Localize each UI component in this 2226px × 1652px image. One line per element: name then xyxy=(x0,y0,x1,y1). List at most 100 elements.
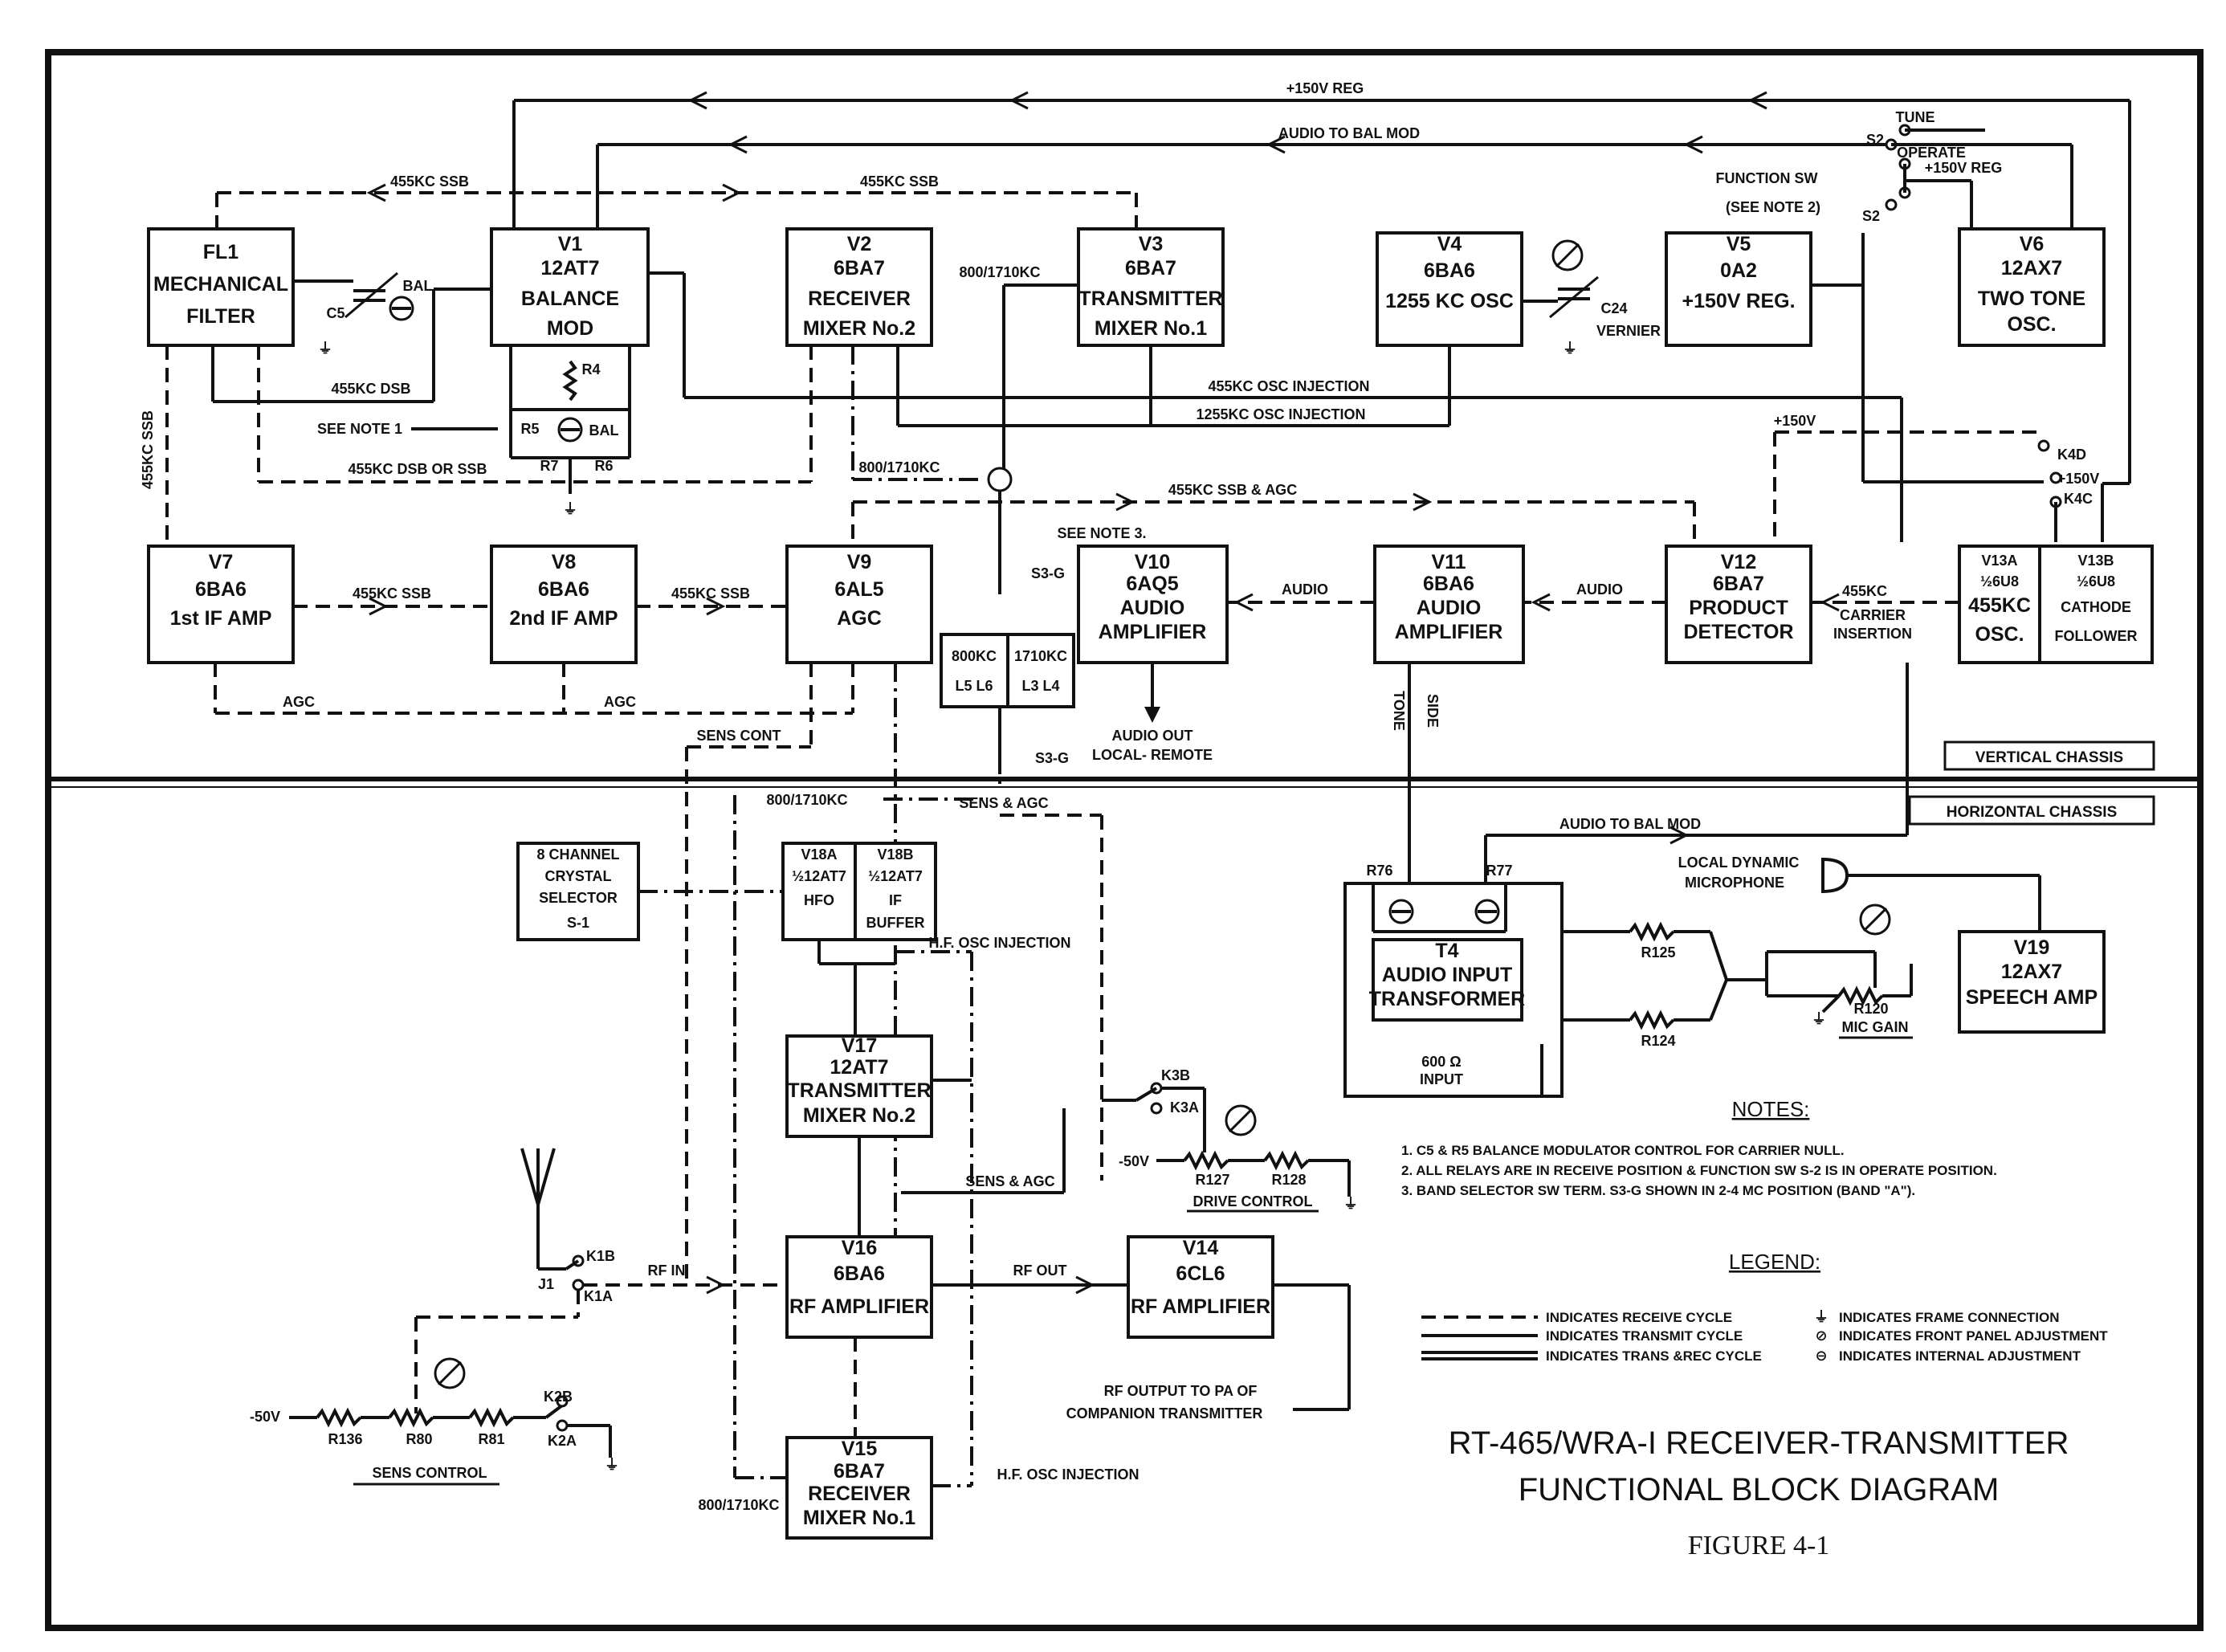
label-s2-a: S2 xyxy=(1866,132,1884,148)
legend-front-panel-text: INDICATES FRONT PANEL ADJUSTMENT xyxy=(1839,1328,2108,1344)
label-r127: R127 xyxy=(1195,1172,1229,1188)
block-v15: V15 6BA7 RECEIVER MIXER No.1 xyxy=(785,1436,933,1540)
label-agc-2: AGC xyxy=(604,694,636,710)
svg-text:FOLLOWER: FOLLOWER xyxy=(2055,628,2138,644)
svg-text:RECEIVER: RECEIVER xyxy=(808,1483,911,1505)
svg-text:V1: V1 xyxy=(558,233,583,255)
label-vernier: VERNIER xyxy=(1596,323,1661,339)
legend-frame-icon: ⏚ xyxy=(1814,1309,1828,1325)
svg-text:AGC: AGC xyxy=(837,607,882,630)
frame-connection-icon-r: ⏚ xyxy=(563,501,577,517)
label-455-osc-inj: 455KC OSC INJECTION xyxy=(1208,378,1369,394)
label-r4: R4 xyxy=(581,361,600,377)
drive-control-resistors xyxy=(1156,1104,1351,1197)
label-455kc-carrier: 455KC xyxy=(1842,583,1887,599)
label-agc-1: AGC xyxy=(283,694,315,710)
label-local-mic-1: LOCAL DYNAMIC xyxy=(1678,855,1800,871)
svg-text:V18B: V18B xyxy=(877,846,913,863)
audio-out-arrowhead xyxy=(1144,707,1160,723)
label-audio-out-1: AUDIO OUT xyxy=(1112,728,1193,744)
legend-internal-icon: ⊖ xyxy=(1815,1348,1827,1364)
svg-text:6BA6: 6BA6 xyxy=(1423,573,1474,595)
frame-connection-icon-drive: ⏚ xyxy=(1343,1196,1358,1212)
svg-text:AMPLIFIER: AMPLIFIER xyxy=(1099,621,1207,643)
label-s3g-a: S3-G xyxy=(1031,565,1065,581)
label-455-ssb-a: 455KC SSB xyxy=(390,173,469,190)
label-k2b: K2B xyxy=(544,1389,573,1405)
label-s3g-b: S3-G xyxy=(1035,750,1069,766)
svg-text:V5: V5 xyxy=(1727,233,1751,255)
svg-text:RF AMPLIFIER: RF AMPLIFIER xyxy=(1131,1295,1270,1318)
label-s2-b: S2 xyxy=(1862,208,1880,224)
svg-text:SPEECH AMP: SPEECH AMP xyxy=(1966,986,2098,1009)
block-t4: T4 AUDIO INPUT TRANSFORMER xyxy=(1343,882,1564,1098)
horizontal-chassis-box xyxy=(1908,795,2155,826)
svg-text:TRANSFORMER: TRANSFORMER xyxy=(1369,988,1525,1010)
svg-text:OSC.: OSC. xyxy=(2007,313,2056,336)
label-sens-cont: SENS CONT xyxy=(696,728,781,744)
svg-text:6BA6: 6BA6 xyxy=(834,1262,885,1285)
label-side: SIDE xyxy=(1425,694,1441,728)
svg-text:+150V REG.: +150V REG. xyxy=(1682,290,1795,312)
label-600-input-2: INPUT xyxy=(1420,1071,1463,1087)
label-800-1710-c: 800/1710KC xyxy=(766,792,847,808)
svg-text:V14: V14 xyxy=(1183,1237,1219,1259)
label-ssb-agc: 455KC SSB & AGC xyxy=(1168,482,1297,498)
svg-text:6BA6: 6BA6 xyxy=(1424,259,1475,282)
label-see-note3: SEE NOTE 3. xyxy=(1057,525,1146,541)
svg-text:V17: V17 xyxy=(842,1034,877,1057)
label-r5: R5 xyxy=(520,421,539,437)
label-455-ssb-vert: 455KC SSB xyxy=(140,410,156,489)
block-v10: V10 6AQ5 AUDIO AMPLIFIER xyxy=(1077,545,1229,664)
svg-text:800KC: 800KC xyxy=(952,648,997,664)
bal-adjust-icon xyxy=(389,296,414,321)
svg-text:CATHODE: CATHODE xyxy=(2061,599,2131,615)
svg-text:V3: V3 xyxy=(1139,233,1164,255)
svg-text:BALANCE: BALANCE xyxy=(521,288,619,310)
figure-number: FIGURE 4-1 xyxy=(1688,1531,1830,1560)
label-600-input-1: 600 Ω xyxy=(1421,1054,1461,1070)
block-v18: V18A ½12AT7 HFO V18B ½12AT7 IF BUFFER xyxy=(781,842,937,941)
frame-connection-icon-c5: ⏚ xyxy=(318,341,332,357)
svg-text:455KC: 455KC xyxy=(1968,594,2031,617)
label-tune: TUNE xyxy=(1896,109,1935,125)
label-k1a: K1A xyxy=(584,1288,613,1304)
block-xtal: 8 CHANNEL CRYSTAL SELECTOR S-1 xyxy=(516,842,640,941)
svg-text:S-1: S-1 xyxy=(567,915,589,931)
note-3: 3. BAND SELECTOR SW TERM. S3-G SHOWN IN … xyxy=(1401,1183,1915,1198)
svg-text:MOD: MOD xyxy=(547,317,593,340)
svg-text:V10: V10 xyxy=(1135,551,1170,573)
svg-text:AMPLIFIER: AMPLIFIER xyxy=(1395,621,1503,643)
block-v16: V16 6BA6 RF AMPLIFIER xyxy=(785,1235,933,1339)
svg-text:6BA7: 6BA7 xyxy=(834,257,885,279)
svg-text:0A2: 0A2 xyxy=(1720,259,1757,282)
label-rf-out: RF OUT xyxy=(1013,1262,1067,1279)
svg-text:1710KC: 1710KC xyxy=(1014,648,1067,664)
note-2: 2. ALL RELAYS ARE IN RECEIVE POSITION & … xyxy=(1401,1163,1997,1178)
label-r125: R125 xyxy=(1641,944,1675,961)
label-r76: R76 xyxy=(1366,863,1392,879)
label-bal-a: BAL xyxy=(403,278,433,294)
block-fl1: FL1 MECHANICAL FILTER xyxy=(147,227,295,347)
legend-heading: LEGEND: xyxy=(1729,1250,1820,1274)
label-455-dsb: 455KC DSB xyxy=(331,381,410,397)
svg-text:6AQ5: 6AQ5 xyxy=(1126,573,1178,595)
svg-text:½6U8: ½6U8 xyxy=(1980,573,2019,589)
svg-text:8 CHANNEL: 8 CHANNEL xyxy=(536,846,619,863)
svg-text:2nd IF AMP: 2nd IF AMP xyxy=(509,607,618,630)
label-plus150-b: +150V xyxy=(2057,471,2100,487)
svg-text:V2: V2 xyxy=(847,233,872,255)
c24-vernier-icon xyxy=(1522,239,1599,319)
label-c24: C24 xyxy=(1600,300,1627,316)
svg-text:HFO: HFO xyxy=(804,892,834,908)
svg-text:RECEIVER: RECEIVER xyxy=(808,288,911,310)
relay-k4 xyxy=(1773,430,2130,542)
label-k3b: K3B xyxy=(1161,1067,1190,1083)
svg-text:V18A: V18A xyxy=(801,846,837,863)
label-1255-osc-inj: 1255KC OSC INJECTION xyxy=(1196,406,1365,422)
svg-text:V12: V12 xyxy=(1721,551,1756,573)
label-audio-bal-mod-top: AUDIO TO BAL MOD xyxy=(1278,125,1420,141)
relay-k3 xyxy=(1102,1082,1206,1152)
svg-text:V11: V11 xyxy=(1431,551,1466,573)
